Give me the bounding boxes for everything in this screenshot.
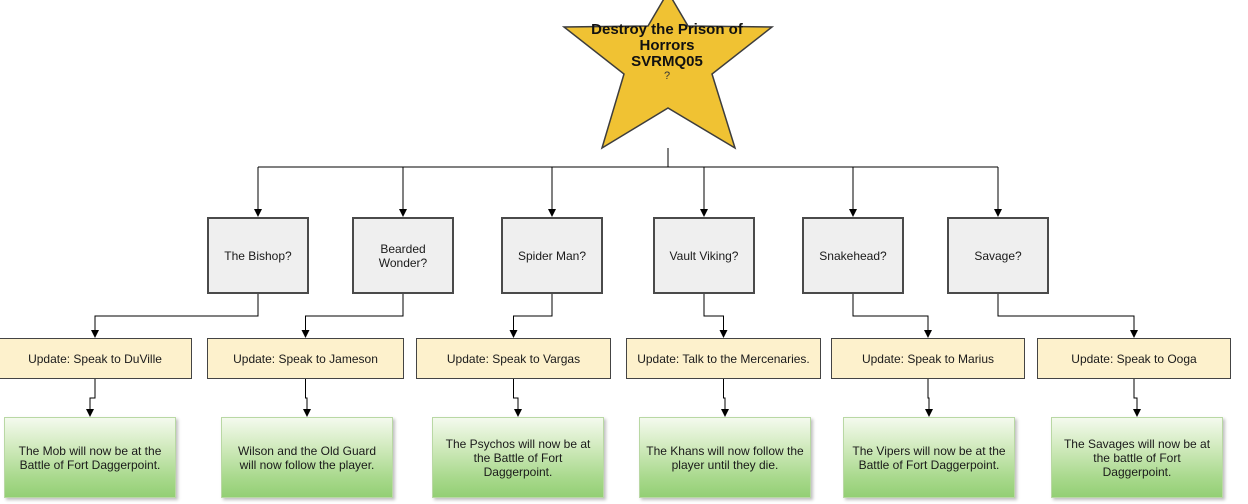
quest-title-line-1: Destroy the Prison of bbox=[591, 21, 743, 38]
outcome-label: The Savages will now be at the battle of… bbox=[1063, 436, 1211, 479]
update-connector bbox=[301, 294, 404, 338]
quest-note: ? bbox=[663, 70, 671, 82]
update-connector bbox=[852, 294, 932, 338]
choice-box: Spider Man? bbox=[501, 217, 603, 294]
update-connector bbox=[91, 294, 259, 338]
outcome-box: The Psychos will now be at the Battle of… bbox=[432, 417, 604, 498]
outcome-box: The Khans will now follow the player unt… bbox=[639, 417, 811, 498]
choice-box: Bearded Wonder? bbox=[352, 217, 454, 294]
update-label: Update: Speak to Ooga bbox=[1071, 351, 1197, 366]
outcome-connector bbox=[513, 379, 522, 417]
outcome-box: The Savages will now be at the battle of… bbox=[1051, 417, 1223, 498]
update-box: Update: Speak to Ooga bbox=[1037, 338, 1231, 379]
choice-label: Bearded Wonder? bbox=[378, 241, 428, 270]
outcome-label: The Psychos will now be at the Battle of… bbox=[445, 436, 591, 479]
update-label: Update: Speak to Vargas bbox=[446, 351, 581, 366]
update-box: Update: Speak to Marius bbox=[831, 338, 1025, 379]
quest-title-line-2: Horrors bbox=[639, 37, 695, 54]
outcome-box: The Mob will now be at the Battle of For… bbox=[4, 417, 176, 498]
update-box: Update: Speak to DuVille bbox=[0, 338, 192, 379]
update-label: Update: Talk to the Mercenaries. bbox=[637, 351, 810, 366]
choice-box: Savage? bbox=[947, 217, 1049, 294]
quest-title: Destroy the Prison of Horrors SVRMQ05 bbox=[560, 22, 774, 70]
outcome-label: The Mob will now be at the Battle of For… bbox=[18, 443, 162, 472]
outcome-label: The Khans will now follow the player unt… bbox=[646, 443, 804, 472]
outcome-box: The Vipers will now be at the Battle of … bbox=[843, 417, 1015, 498]
choice-box: Snakehead? bbox=[802, 217, 904, 294]
update-box: Update: Speak to Vargas bbox=[416, 338, 611, 379]
choice-box: The Bishop? bbox=[207, 217, 309, 294]
outcome-connector bbox=[925, 379, 933, 417]
choice-label: Vault Viking? bbox=[669, 248, 739, 263]
choice-label: Savage? bbox=[974, 248, 1022, 263]
outcome-connector bbox=[1133, 379, 1141, 417]
update-connector bbox=[509, 294, 553, 338]
choice-label: The Bishop? bbox=[224, 248, 292, 263]
update-label: Update: Speak to Jameson bbox=[233, 351, 378, 366]
update-label: Update: Speak to DuVille bbox=[28, 351, 162, 366]
outcome-connector bbox=[721, 379, 729, 417]
choice-label: Spider Man? bbox=[517, 248, 587, 263]
choice-box: Vault Viking? bbox=[653, 217, 755, 294]
outcome-label: The Vipers will now be at the Battle of … bbox=[852, 443, 1006, 472]
update-connector bbox=[703, 294, 728, 338]
update-connector bbox=[997, 294, 1138, 338]
update-box: Update: Talk to the Mercenaries. bbox=[626, 338, 821, 379]
update-label: Update: Speak to Marius bbox=[861, 351, 995, 366]
outcome-connector bbox=[303, 379, 311, 417]
choice-label: Snakehead? bbox=[819, 248, 887, 263]
outcome-label: Wilson and the Old Guard will now follow… bbox=[237, 443, 377, 472]
quest-star bbox=[561, 0, 775, 150]
outcome-connector bbox=[86, 379, 96, 417]
outcome-box: Wilson and the Old Guard will now follow… bbox=[221, 417, 393, 498]
quest-code: SVRMQ05 bbox=[631, 53, 703, 70]
update-box: Update: Speak to Jameson bbox=[207, 338, 404, 379]
